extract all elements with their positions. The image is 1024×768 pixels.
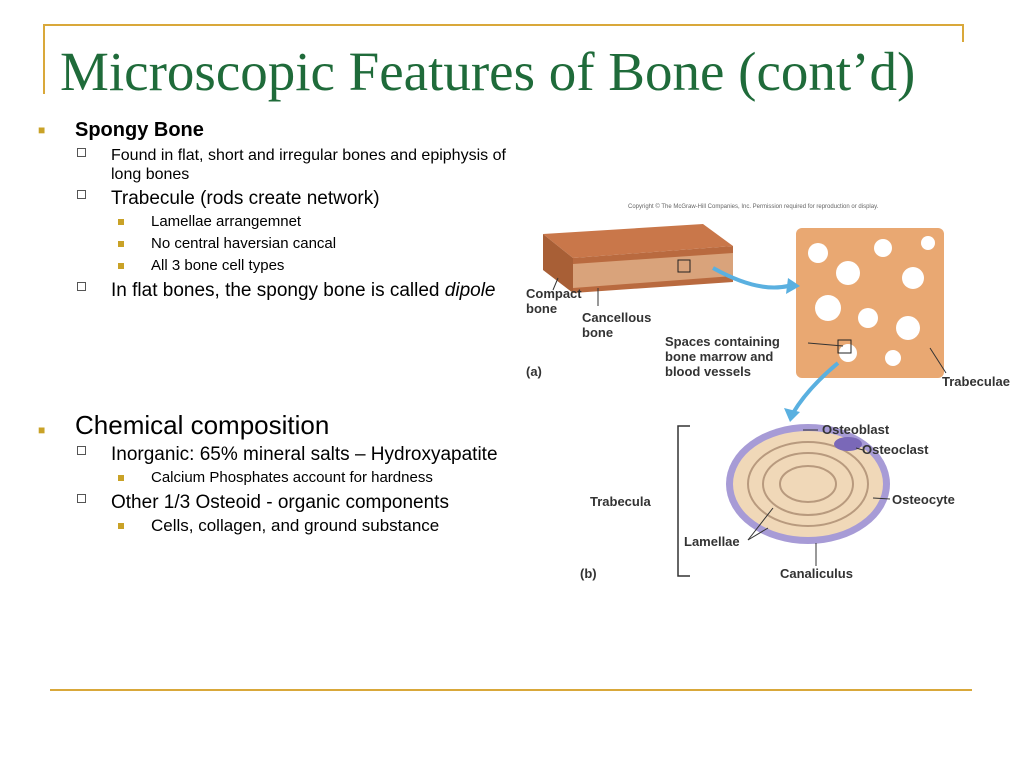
small-square-bullet-icon xyxy=(118,241,124,247)
bone-illustration xyxy=(543,224,947,577)
bone-slab-illustration xyxy=(543,224,733,293)
label-cancellous-bone: Cancellous bone xyxy=(582,310,652,340)
sub-sub-bullet-cells: Cells, collagen, and ground substance xyxy=(36,516,516,536)
slide-content: ■ Spongy Bone Found in flat, short and i… xyxy=(36,118,516,536)
small-square-bullet-icon xyxy=(118,219,124,225)
spongy-item3-text: In flat bones, the spongy bone is called xyxy=(111,280,445,301)
hollow-square-bullet-icon xyxy=(77,446,86,455)
spongy-sub3: All 3 bone cell types xyxy=(151,257,285,274)
label-trabecula: Trabecula xyxy=(590,494,651,509)
spongy-item3-italic: dipole xyxy=(444,280,496,301)
arrow-head-icon xyxy=(784,408,800,422)
left-border-line xyxy=(43,24,45,94)
square-bullet-icon: ■ xyxy=(38,423,46,437)
label-osteocyte: Osteocyte xyxy=(892,492,955,507)
spongy-heading: Spongy Bone xyxy=(75,119,204,141)
spongy-sub2: No central haversian cancal xyxy=(151,235,337,252)
sub-sub-bullet-cell-types: All 3 bone cell types xyxy=(36,256,516,276)
label-canaliculus: Canaliculus xyxy=(780,566,853,581)
label-compact-bone: Compact bone xyxy=(526,286,582,316)
chemical-item1: Inorganic: 65% mineral salts – Hydroxyap… xyxy=(111,444,498,465)
right-border-line xyxy=(962,24,964,42)
square-bullet-icon: ■ xyxy=(38,123,46,137)
label-panel-b: (b) xyxy=(580,566,597,581)
small-square-bullet-icon xyxy=(118,263,124,269)
label-trabeculae: Trabeculae xyxy=(942,374,1010,389)
chemical-heading: Chemical composition xyxy=(75,410,330,440)
spongy-item1: Found in flat, short and irregular bones… xyxy=(111,147,506,183)
small-square-bullet-icon xyxy=(118,475,124,481)
sub-sub-bullet-lamellae: Lamellae arrangemnet xyxy=(36,212,516,232)
sub-sub-bullet-no-central: No central haversian cancal xyxy=(36,234,516,254)
label-spaces: Spaces containing bone marrow and blood … xyxy=(665,334,780,379)
hollow-square-bullet-icon xyxy=(77,282,86,291)
sub-bullet-flat-bones: In flat bones, the spongy bone is called… xyxy=(36,280,516,302)
footer-line xyxy=(50,689,972,691)
sub-sub-bullet-calcium: Calcium Phosphates account for hardness xyxy=(36,468,516,488)
bone-structure-figure: Copyright © The McGraw-Hill Companies, I… xyxy=(518,198,1024,598)
arrow-icon xyxy=(712,266,789,290)
sub-bullet-found-in: Found in flat, short and irregular bones… xyxy=(36,146,516,184)
small-square-bullet-icon xyxy=(118,523,124,529)
label-osteoclast: Osteoclast xyxy=(862,442,929,457)
hollow-square-bullet-icon xyxy=(77,494,86,503)
hollow-square-bullet-icon xyxy=(77,190,86,199)
bullet-chemical-composition: ■ Chemical composition xyxy=(36,410,516,440)
chemical-item1-sub: Calcium Phosphates account for hardness xyxy=(151,469,433,486)
label-panel-a: (a) xyxy=(526,364,542,379)
arrow-head-icon xyxy=(786,278,800,294)
bullet-spongy-bone: ■ Spongy Bone xyxy=(36,118,516,142)
chemical-item2-sub: Cells, collagen, and ground substance xyxy=(151,516,440,535)
hollow-square-bullet-icon xyxy=(77,148,86,157)
sub-bullet-trabecule: Trabecule (rods create network) xyxy=(36,188,516,210)
arrow-icon xyxy=(791,361,840,415)
label-osteoblast: Osteoblast xyxy=(822,422,890,437)
top-border-line xyxy=(43,24,964,26)
slide-title: Microscopic Features of Bone (cont’d) xyxy=(60,41,916,102)
label-lamellae: Lamellae xyxy=(684,534,740,549)
sub-bullet-inorganic: Inorganic: 65% mineral salts – Hydroxyap… xyxy=(36,444,516,466)
spongy-item2: Trabecule (rods create network) xyxy=(111,188,380,209)
trabecular-block-illustration xyxy=(796,228,944,378)
spongy-sub1: Lamellae arrangemnet xyxy=(151,213,302,230)
chemical-item2: Other 1/3 Osteoid - organic components xyxy=(111,492,449,513)
sub-bullet-osteoid: Other 1/3 Osteoid - organic components xyxy=(36,492,516,514)
figure-copyright: Copyright © The McGraw-Hill Companies, I… xyxy=(628,204,879,210)
